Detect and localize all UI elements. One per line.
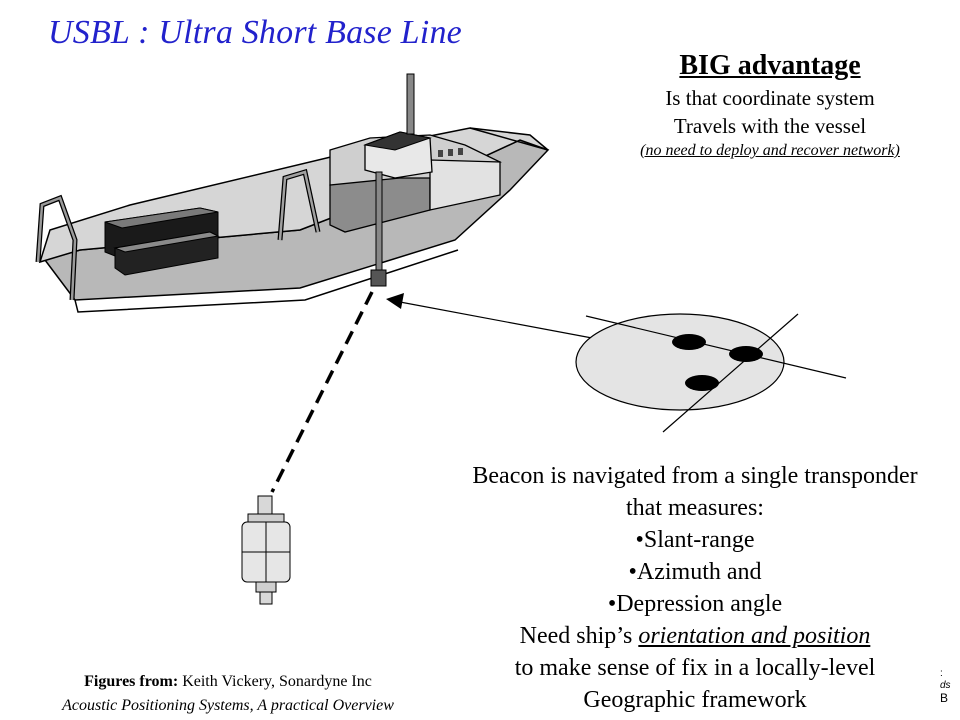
advantage-line-1: Is that coordinate system xyxy=(665,86,875,110)
beacon-line-2: that measures: xyxy=(626,495,764,521)
vessel-illustration xyxy=(35,73,550,313)
advantage-block: BIG advantage Is that coordinate system … xyxy=(560,48,960,162)
bullet-slant-range: •Slant-range xyxy=(635,527,755,553)
acoustic-path-line xyxy=(270,291,374,493)
beacon-line-1: Beacon is navigated from a single transp… xyxy=(472,463,918,489)
corner-fragment-c: B xyxy=(940,691,949,705)
corner-fragment: : ds B xyxy=(940,668,951,704)
advantage-note: (no need to deploy and recover network) xyxy=(640,142,900,159)
beacon-line-5: Geographic framework xyxy=(583,687,807,713)
deck-containers xyxy=(104,207,220,276)
credit-line-1: Figures from: Keith Vickery, Sonardyne I… xyxy=(28,670,428,694)
credit-author: Keith Vickery, Sonardyne Inc xyxy=(178,673,372,690)
corner-fragment-a: : xyxy=(940,668,943,679)
figure-credit: Figures from: Keith Vickery, Sonardyne I… xyxy=(28,670,428,718)
beacon-line-3-emphasis: orientation and position xyxy=(638,623,871,649)
advantage-line-2: Travels with the vessel xyxy=(673,114,867,138)
credit-work-title: Acoustic Positioning Systems, A practica… xyxy=(62,697,394,714)
credit-label: Figures from: xyxy=(84,673,179,690)
beacon-line-4: to make sense of fix in a locally-level xyxy=(514,655,876,681)
beacon-description: Beacon is navigated from a single transp… xyxy=(430,460,960,716)
corner-fragment-b: ds xyxy=(940,680,951,691)
beacon-line-3-prefix: Need ship’s xyxy=(519,623,639,649)
advantage-heading: BIG advantage xyxy=(679,50,861,81)
seafloor-network xyxy=(575,313,847,433)
beacon-transponder xyxy=(241,495,291,605)
bullet-depression-angle: •Depression angle xyxy=(607,591,783,617)
bullet-azimuth: •Azimuth and xyxy=(628,559,762,585)
network-arrow xyxy=(386,293,593,339)
page-title: USBL : Ultra Short Base Line xyxy=(48,14,462,51)
beacon-line-3: Need ship’s orientation and position xyxy=(430,620,960,652)
